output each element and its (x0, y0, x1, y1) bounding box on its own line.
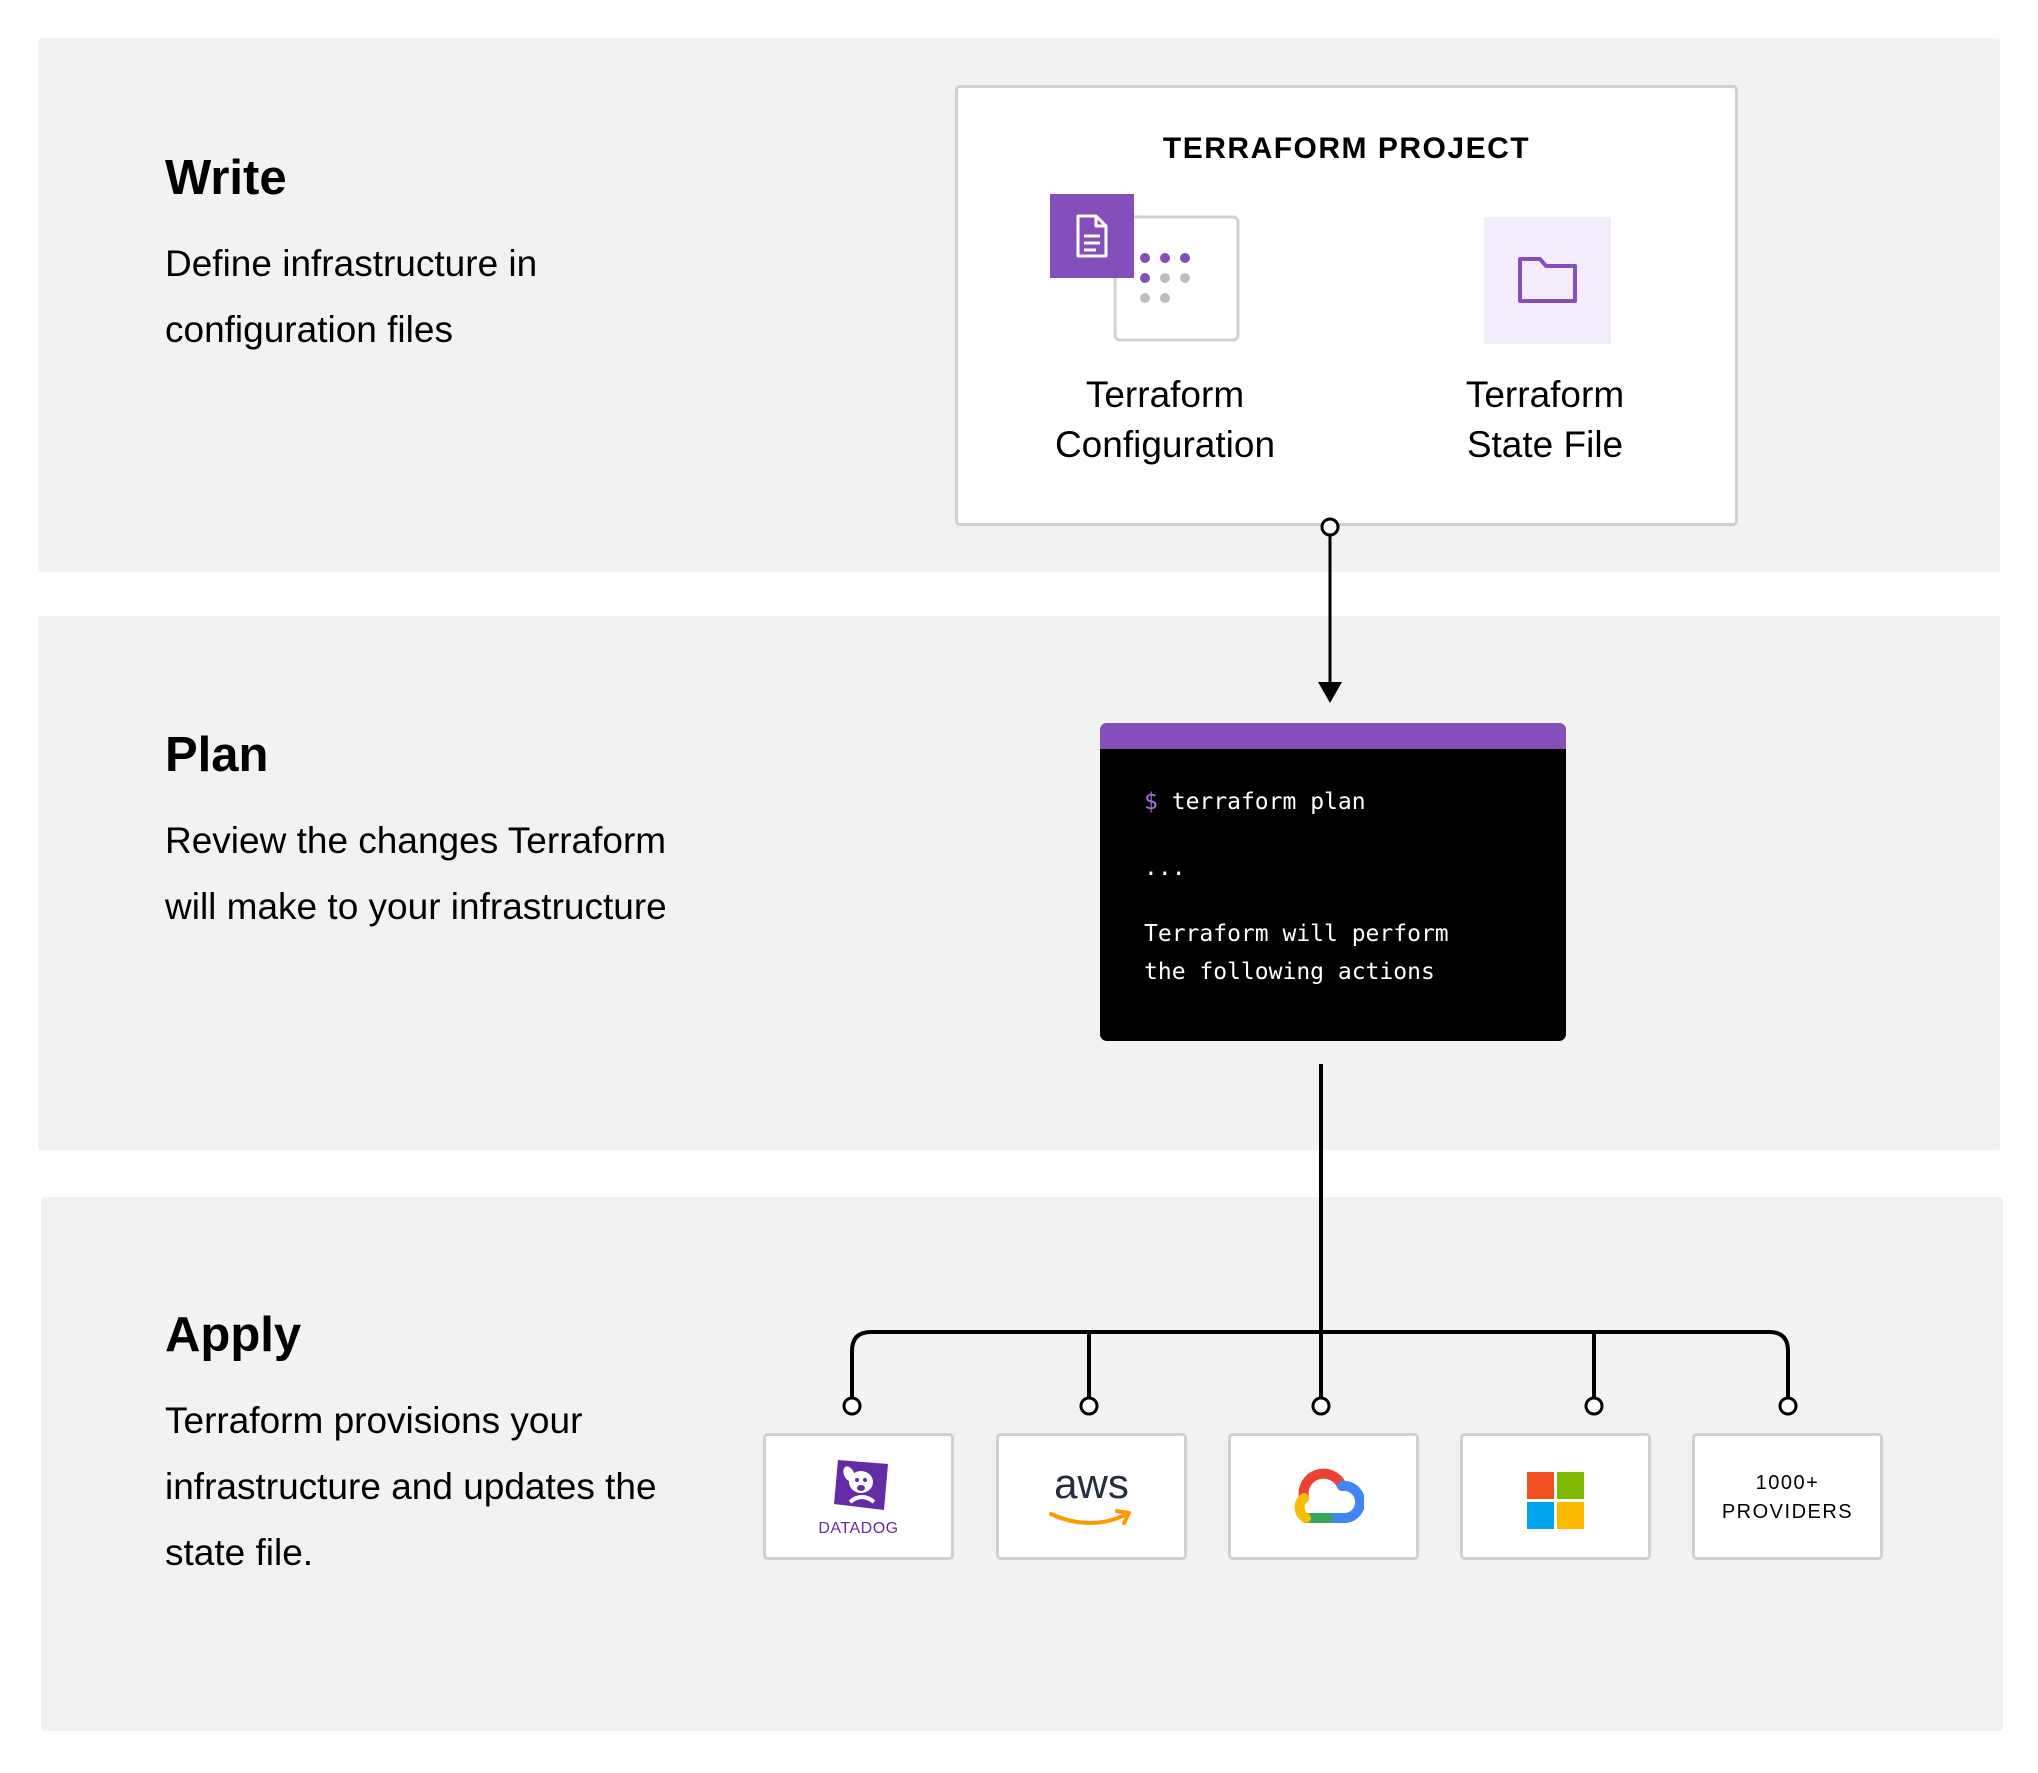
state-file-label: Terraform State File (1385, 370, 1705, 470)
write-title: Write (165, 150, 287, 206)
datadog-logo-icon (832, 1458, 890, 1512)
providers-count: 1000+ (1695, 1472, 1880, 1495)
plan-title: Plan (165, 727, 268, 783)
apply-description: Terraform provisions your infrastructure… (165, 1388, 685, 1586)
microsoft-icon (1527, 1472, 1585, 1530)
project-to-plan-arrow (1310, 510, 1350, 710)
write-description: Define infrastructure in configuration f… (165, 231, 685, 363)
aws-label: aws (999, 1460, 1184, 1508)
terminal-command-line: $ terraform plan (1144, 789, 1366, 815)
terminal-prompt: $ (1144, 789, 1158, 815)
project-title: TERRAFORM PROJECT (958, 132, 1735, 166)
terraform-project-box: TERRAFORM PROJECT Terraform Configuratio… (955, 85, 1738, 526)
providers-label: PROVIDERS (1695, 1501, 1880, 1524)
provider-more: 1000+ PROVIDERS (1692, 1433, 1883, 1560)
aws-smile-icon (1047, 1508, 1137, 1532)
terminal-command: terraform plan (1172, 789, 1366, 815)
provider-microsoft (1460, 1433, 1651, 1560)
terraform-plan-terminal: $ terraform plan ... Terraform will perf… (1100, 723, 1566, 1041)
provider-aws: aws (996, 1433, 1187, 1560)
terminal-title-bar (1100, 723, 1566, 749)
folder-icon (1484, 217, 1611, 344)
plan-description: Review the changes Terraform will make t… (165, 808, 685, 940)
terminal-output-line-1: Terraform will perform (1144, 921, 1449, 947)
provider-google-cloud (1228, 1433, 1419, 1560)
provider-datadog: DATADOG (763, 1433, 954, 1560)
configuration-file-icon (1050, 194, 1240, 356)
datadog-label: DATADOG (766, 1520, 951, 1538)
apply-title: Apply (165, 1307, 301, 1363)
providers-connector-tree (840, 1060, 1800, 1420)
terminal-output-line-2: the following actions (1144, 959, 1435, 985)
terminal-ellipsis: ... (1144, 855, 1186, 881)
google-cloud-icon (1284, 1464, 1364, 1528)
configuration-label: Terraform Configuration (1005, 370, 1325, 470)
